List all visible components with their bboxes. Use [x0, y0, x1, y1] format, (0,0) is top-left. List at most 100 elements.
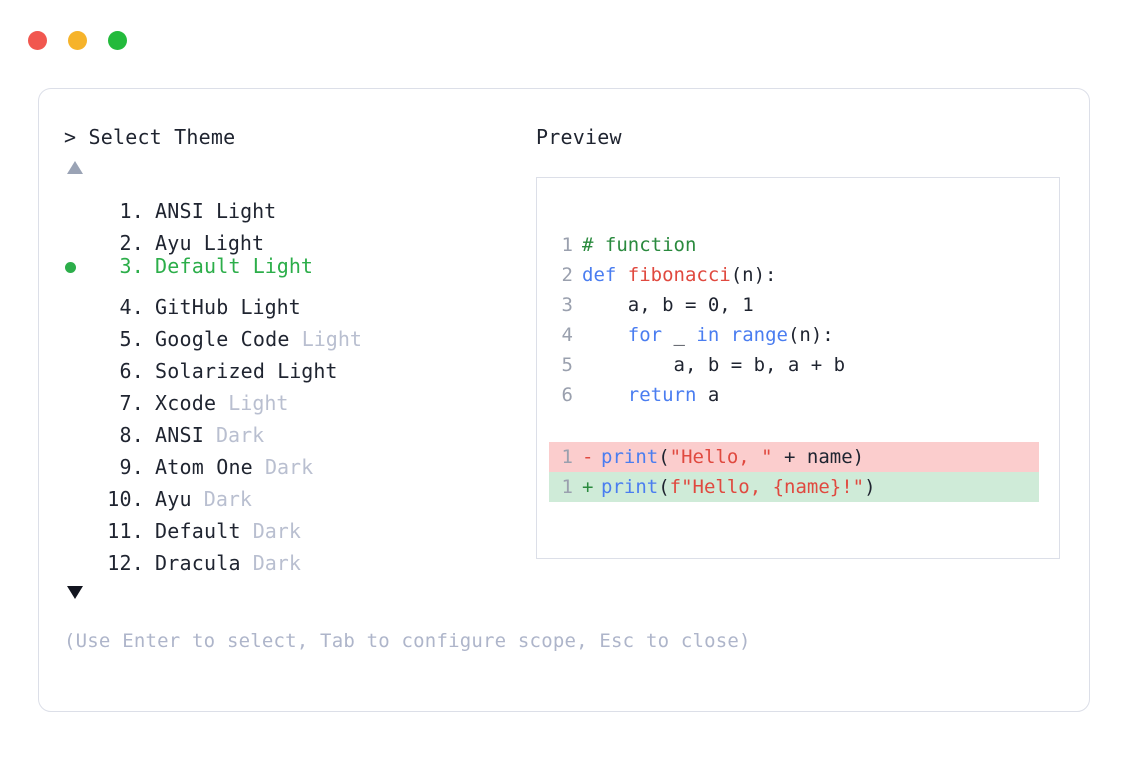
- code-token: ,: [719, 294, 743, 316]
- code-token: + name): [772, 446, 865, 468]
- code-line: 3 a, b = 0, 1: [559, 290, 845, 320]
- theme-item-name: Ayu: [155, 487, 192, 511]
- theme-item-name: ANSI: [155, 423, 204, 447]
- theme-item-variant: Dark: [203, 423, 265, 447]
- line-number: 5: [561, 354, 573, 376]
- code-line-text: for _ in range(n):: [582, 320, 834, 350]
- theme-list-item[interactable]: 7.Xcode Light: [64, 378, 524, 415]
- line-number: 3: [561, 294, 573, 316]
- theme-item-variant: Light: [216, 391, 289, 415]
- maximize-window-button[interactable]: [108, 31, 127, 50]
- theme-list-item[interactable]: 8.ANSI Dark: [64, 410, 524, 447]
- line-number: 6: [561, 384, 573, 406]
- triangle-up-icon[interactable]: [67, 161, 83, 174]
- keyboard-hint: (Use Enter to select, Tab to configure s…: [64, 630, 751, 652]
- code-token: (: [658, 446, 670, 468]
- code-token: (: [658, 476, 670, 498]
- line-number: 1: [561, 476, 573, 498]
- theme-item-index: 1.: [107, 199, 144, 223]
- theme-item-variant: Dark: [191, 487, 252, 511]
- diff-line-removed: 1-print("Hello, " + name): [549, 442, 1039, 472]
- theme-item-variant: Light: [228, 295, 301, 319]
- code-token: return: [627, 384, 697, 406]
- theme-list-pane: > Select Theme 1. ANSI Light 2.Ayu Light …: [64, 125, 524, 599]
- code-token: 1: [742, 294, 754, 316]
- code-token: a, b =: [582, 294, 708, 316]
- theme-item-index: 11.: [107, 519, 144, 543]
- theme-list-item[interactable]: 10.Ayu Dark: [64, 474, 524, 511]
- triangle-down-icon[interactable]: [67, 586, 83, 599]
- code-line: 5 a, b = b, a + b: [559, 350, 846, 380]
- page-title: > Select Theme: [64, 125, 236, 149]
- code-token: f"Hello, {name}!": [669, 476, 865, 498]
- theme-item-name: Atom One: [155, 455, 253, 479]
- selection-bullet-cell: [64, 314, 92, 346]
- minimize-window-button[interactable]: [68, 31, 87, 50]
- code-token: def: [582, 264, 628, 286]
- selection-bullet-cell: [64, 282, 92, 314]
- line-number: 4: [561, 324, 573, 346]
- diff-line-added: 1 + print(f"Hello, {name}!"): [549, 472, 1039, 502]
- theme-item-index: 4.: [107, 295, 144, 319]
- code-token: ): [864, 476, 876, 498]
- selection-bullet-cell: [64, 538, 92, 570]
- theme-item-variant: Dark: [252, 455, 314, 479]
- code-line-text: def fibonacci(n):: [582, 260, 776, 290]
- code-token: print: [601, 476, 659, 498]
- theme-list-item[interactable]: 11. Default Dark: [64, 506, 524, 543]
- theme-list-item[interactable]: 9. Atom One Dark: [64, 442, 524, 479]
- line-number: 1: [561, 446, 573, 468]
- theme-item-name: Default: [155, 519, 241, 543]
- selection-bullet-cell: [64, 346, 92, 378]
- close-window-button[interactable]: [28, 31, 47, 50]
- theme-list-item[interactable]: 4. GitHub Light: [64, 282, 524, 319]
- code-token: [719, 324, 730, 346]
- theme-list-item[interactable]: 12.Dracula Dark: [64, 538, 524, 575]
- code-token: _: [662, 324, 697, 346]
- theme-list-item[interactable]: 3. Default Light: [64, 250, 524, 282]
- diff-line-text: print("Hello, " + name): [601, 442, 864, 472]
- code-token: (n):: [787, 324, 834, 346]
- theme-item-index: 7.: [107, 391, 144, 415]
- code-line: 4 for _ in range(n):: [559, 320, 845, 350]
- theme-item-variant: Light: [240, 254, 313, 278]
- theme-list-item[interactable]: 1. ANSI Light: [64, 186, 524, 223]
- code-token: (n):: [730, 264, 777, 286]
- code-token: a: [696, 384, 720, 406]
- preview-title: Preview: [536, 125, 622, 149]
- theme-item-variant: Light: [203, 199, 277, 223]
- theme-item-name: Default: [155, 254, 241, 278]
- code-token: range: [730, 324, 788, 346]
- theme-item-name: GitHub: [155, 295, 229, 319]
- code-token: [582, 384, 628, 406]
- code-line-text: a, b = 0, 1: [582, 290, 754, 320]
- selection-bullet-cell: [64, 252, 92, 284]
- theme-selector-card: > Select Theme 1. ANSI Light 2.Ayu Light …: [38, 88, 1090, 712]
- theme-item-index: 9.: [107, 455, 144, 479]
- theme-item-name: Ayu: [155, 231, 192, 255]
- theme-item-name: ANSI: [155, 199, 204, 223]
- theme-list-item[interactable]: 5.Google Code Light: [64, 314, 524, 351]
- theme-list[interactable]: 1. ANSI Light 2.Ayu Light 3. Default Light…: [64, 186, 524, 575]
- diff-sample: 1-print("Hello, " + name)1+print(f"Hello…: [549, 442, 1039, 502]
- code-token: fibonacci: [627, 264, 731, 286]
- card-body: > Select Theme 1. ANSI Light 2.Ayu Light …: [39, 89, 1089, 711]
- theme-item-variant: Dark: [240, 519, 301, 543]
- theme-item-name: Google Code: [155, 327, 290, 351]
- code-line: 1 # function: [559, 230, 845, 260]
- line-number: 1: [561, 234, 573, 256]
- theme-item-name: Solarized: [155, 359, 266, 383]
- theme-list-item[interactable]: 2.Ayu Light: [64, 218, 524, 255]
- code-token: [582, 324, 628, 346]
- code-token: # function: [582, 234, 697, 256]
- code-token: a, b = b, a + b: [582, 354, 846, 376]
- selection-bullet-cell: [64, 410, 92, 442]
- theme-list-item[interactable]: 6.Solarized Light: [64, 346, 524, 383]
- theme-item-index: 3.: [107, 254, 144, 278]
- selection-bullet-cell: [64, 218, 92, 250]
- theme-item-variant: Light: [265, 359, 338, 383]
- diff-sign: +: [582, 476, 594, 498]
